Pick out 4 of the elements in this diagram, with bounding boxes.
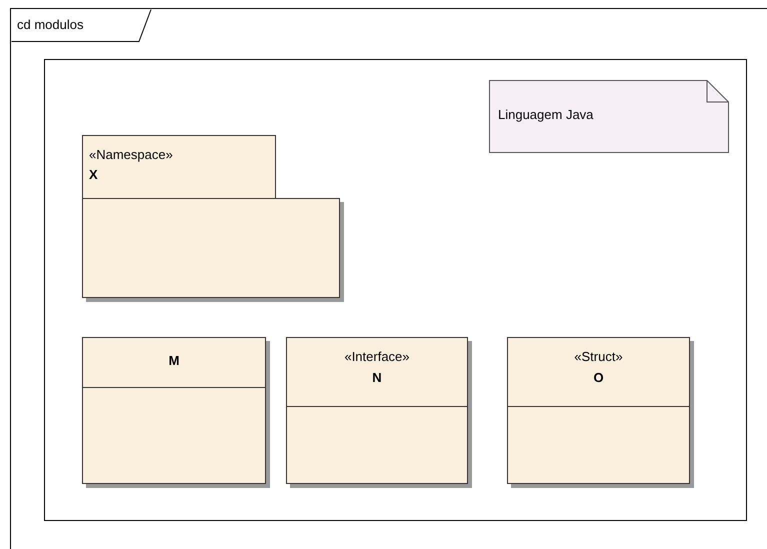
frame-title: cd modulos: [17, 17, 84, 32]
note-text: Linguagem Java: [498, 107, 594, 122]
boundary-box: [44, 59, 747, 521]
diagram-frame: [10, 8, 767, 549]
